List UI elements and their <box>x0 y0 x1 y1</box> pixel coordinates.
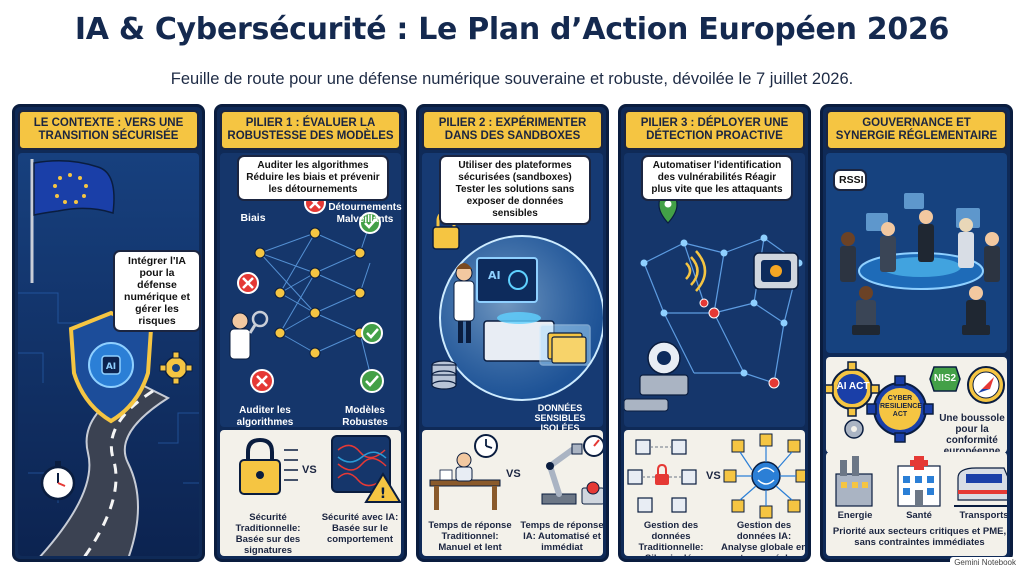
pillar3-speech-bubble: Automatiser l'identification des vulnéra… <box>641 155 793 201</box>
label-auditer: Auditer les algorithmes <box>236 405 294 428</box>
pillar3-comparison: VS Gestion des données Traditionnelle: S… <box>624 430 805 556</box>
red-button-icon <box>581 481 603 505</box>
check-icon <box>359 212 381 234</box>
security-camera-icon <box>624 341 689 412</box>
pillar1-comparison: ! VS Sécurité Traditionnelle: Basée sur … <box>220 430 401 556</box>
page-title: IA & Cybersécurité : Le Plan d’Action Eu… <box>74 12 950 47</box>
pillar2-speech-bubble: Utiliser des plateformes sécurisées (san… <box>439 155 591 225</box>
label-isolated-data: DONNÉES SENSIBLES ISOLÉES <box>534 403 586 433</box>
compass-caption: Une boussole pour la conformité européen… <box>939 413 1005 453</box>
shield-ai-text: AI <box>106 362 116 372</box>
robot-arm-icon <box>541 443 583 505</box>
watermark-label: Gemini Notebook <box>950 557 1020 568</box>
label-modeles-robustes: Modèles Robustes <box>342 405 388 428</box>
people-icon <box>840 210 1000 335</box>
gear-cra-icon <box>866 375 934 443</box>
eu-flag-icon <box>30 159 115 283</box>
critical-sectors-panel: Energie Santé Transports Priorité aux se… <box>826 452 1007 556</box>
pillar2-comparison: VS Temps de réponse Traditionnel: Manuel… <box>422 430 603 556</box>
warning-icon: ! <box>364 472 401 503</box>
folders-icon <box>539 324 591 366</box>
page-subtitle: Feuille de route pour une défense numéri… <box>170 70 854 88</box>
sandbox-illustration: AI <box>422 153 603 427</box>
caption-ai-response: Temps de réponse IA: Automatisé et imméd… <box>520 520 603 553</box>
ai-screen-icon: AI <box>476 257 538 303</box>
caption-traditional-response: Temps de réponse Traditionnel: Manuel et… <box>428 520 512 553</box>
ai-shield-icon: AI <box>68 310 154 424</box>
ai-brain-icon <box>751 461 781 491</box>
column-governance: GOUVERNANCE ET SYNERGIE RÉGLEMENTAIRE RS… <box>820 104 1013 562</box>
worker-desk-icon <box>429 452 501 510</box>
compass-icon <box>967 366 1005 404</box>
svg-text:!: ! <box>380 486 386 502</box>
column-context: LE CONTEXTE : VERS UNE TRANSITION SÉCURI… <box>12 104 205 562</box>
column-header: GOUVERNANCE ET SYNERGIE RÉGLEMENTAIRE <box>826 110 1007 150</box>
database-icon <box>431 360 457 390</box>
gear-small-icon <box>844 419 864 439</box>
label-biais: Biais <box>240 212 266 224</box>
vs-label: VS <box>506 468 521 480</box>
vs-label: VS <box>302 464 317 476</box>
column-header: PILIER 2 : EXPÉRIMENTER DANS DES SANDBOX… <box>422 110 603 150</box>
factory-icon <box>835 456 873 507</box>
scientist-icon <box>229 310 269 360</box>
context-illustration: AI <box>18 153 199 556</box>
column-header: LE CONTEXTE : VERS UNE TRANSITION SÉCURI… <box>18 110 199 150</box>
column-pillar-2: PILIER 2 : EXPÉRIMENTER DANS DES SANDBOX… <box>416 104 609 562</box>
ai-act-label: AI ACT <box>836 381 870 392</box>
column-pillar-1: PILIER 1 : ÉVALUER LA ROBUSTESSE DES MOD… <box>214 104 407 562</box>
check-icon <box>361 322 383 344</box>
scientist-icon <box>453 263 475 343</box>
priority-caption: Priorité aux secteurs critiques et PME, … <box>832 526 1007 548</box>
nis2-label: NIS2 <box>933 373 957 384</box>
error-x-icon <box>237 272 259 294</box>
check-icon <box>360 369 384 393</box>
gear-ai-act-icon <box>826 361 880 417</box>
caption-ai-security: Sécurité avec IA: Basée sur le comportem… <box>321 512 399 545</box>
server-camera-icon <box>753 252 799 290</box>
caption-ai-data: Gestion des données IA: Analyse globale … <box>720 520 805 556</box>
wireless-signal-icon <box>685 250 707 292</box>
train-icon <box>954 467 1007 507</box>
label-detournements: Détournements Malveillants <box>328 202 402 225</box>
column-header: PILIER 1 : ÉVALUER LA ROBUSTESSE DES MOD… <box>220 110 401 150</box>
nis2-badge-icon <box>929 366 961 392</box>
pillar1-speech-bubble: Auditer les algorithmes Réduire les biai… <box>237 155 389 201</box>
cra-label: CYBER RESILIENCE ACT <box>880 395 923 418</box>
sector-energie: Energie <box>837 510 873 521</box>
stopwatch-icon <box>40 461 76 501</box>
padlock-icon <box>655 463 669 485</box>
vs-label: VS <box>706 470 721 482</box>
hospital-icon <box>897 456 941 507</box>
clock-icon <box>474 434 498 458</box>
gear-icon <box>159 351 193 385</box>
sector-sante: Santé <box>906 510 932 521</box>
sector-transports: Transports <box>959 510 1007 521</box>
caption-traditional-data: Gestion des données Traditionnelle: Silo… <box>638 520 704 556</box>
error-x-icon <box>250 369 274 393</box>
regulation-panel: AI ACT CYBER RESILIENCE ACT NIS2 Une bou… <box>826 357 1007 453</box>
stopwatch-icon <box>583 435 603 457</box>
padlock-icon <box>239 437 281 495</box>
context-speech-bubble: Intégrer l'IA pour la défense numérique … <box>113 250 201 332</box>
column-header: PILIER 3 : DÉPLOYER UNE DÉTECTION PROACT… <box>624 110 805 150</box>
screen-ai-text: AI <box>488 269 501 282</box>
caption-traditional-security: Sécurité Traditionnelle: Basée sur des s… <box>235 512 301 556</box>
data-silo-cubes-icon <box>627 439 697 513</box>
column-pillar-3: PILIER 3 : DÉPLOYER UNE DÉTECTION PROACT… <box>618 104 811 562</box>
ai-behavior-screen-icon <box>331 435 391 493</box>
rssi-speech-bubble: RSSI <box>833 169 867 191</box>
